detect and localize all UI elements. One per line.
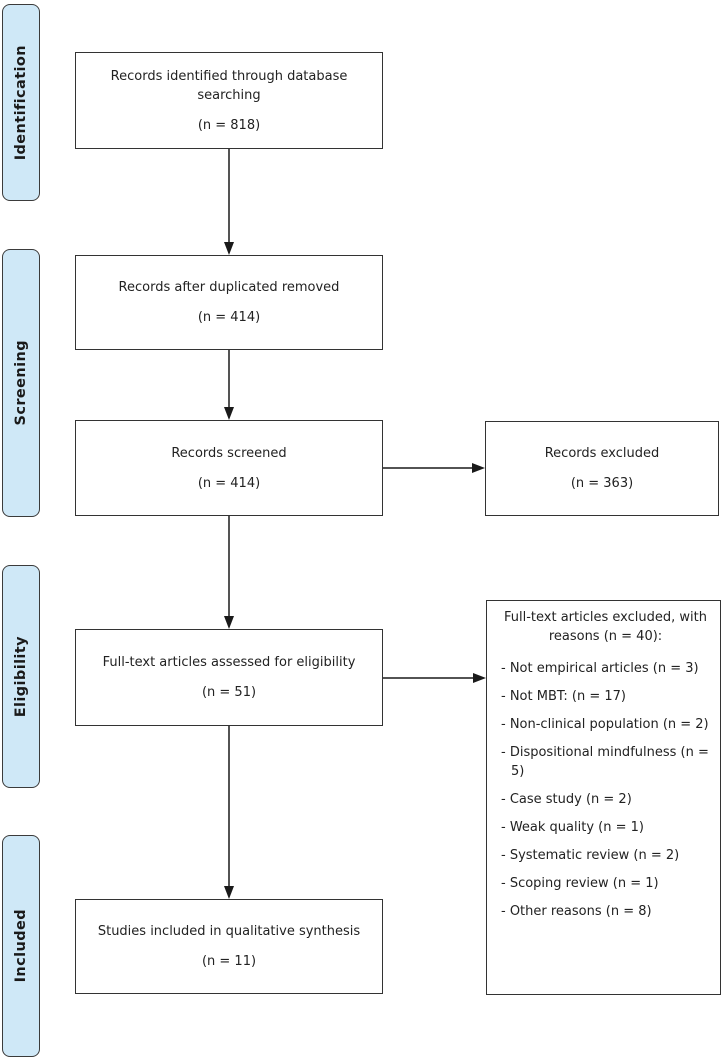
box-fulltext-excluded-reasons: Full-text articles excluded, with reason… [486, 600, 721, 995]
box-count: (n = 414) [197, 475, 261, 491]
arrow-fulltext-to-reasons [383, 673, 486, 683]
arrow-identified-to-deduplicated [224, 149, 234, 255]
exclusion-reason-item: - Not MBT: (n = 17) [501, 689, 626, 704]
arrow-fulltext-to-included [224, 726, 234, 899]
box-text: Full-text articles assessed for eligibil… [102, 655, 356, 670]
box-records-screened: Records screened (n = 414) [75, 420, 383, 516]
arrow-screened-to-excluded [383, 463, 485, 473]
box-text: Records screened [171, 445, 287, 461]
box-text: Records excluded [544, 446, 660, 461]
exclusion-reason-item: - Other reasons (n = 8) [501, 904, 652, 919]
exclusion-reason-item: - Case study (n = 2) [501, 792, 632, 807]
box-count: (n = 51) [201, 685, 257, 700]
exclusion-reasons-title: Full-text articles excluded, with reason… [504, 610, 707, 644]
box-text: Studies included in qualitative synthesi… [97, 924, 361, 939]
box-text: Records after duplicated removed [118, 280, 340, 295]
arrow-screened-to-fulltext [224, 516, 234, 629]
box-count: (n = 414) [197, 310, 261, 325]
box-count: (n = 11) [201, 954, 257, 969]
box-records-excluded: Records excluded (n = 363) [485, 421, 719, 516]
stage-label-screening: Screening [2, 249, 40, 517]
box-count: (n = 818) [197, 117, 261, 133]
exclusion-reason-item: - Non-clinical population (n = 2) [501, 717, 709, 732]
stage-label-text: Identification [13, 44, 29, 161]
box-records-after-duplicates-removed: Records after duplicated removed (n = 41… [75, 255, 383, 350]
stage-label-included: Included [2, 835, 40, 1057]
stage-label-text: Included [13, 909, 29, 983]
box-records-identified: Records identified through database sear… [75, 52, 383, 149]
arrow-deduplicated-to-screened [224, 350, 234, 420]
exclusion-reason-item: - Weak quality (n = 1) [501, 820, 644, 835]
box-studies-included: Studies included in qualitative synthesi… [75, 899, 383, 994]
box-count: (n = 363) [570, 476, 634, 491]
stage-label-eligibility: Eligibility [2, 565, 40, 788]
box-fulltext-assessed: Full-text articles assessed for eligibil… [75, 629, 383, 726]
exclusion-reason-item: - Not empirical articles (n = 3) [501, 661, 699, 676]
stage-label-text: Eligibility [13, 635, 29, 718]
exclusion-reason-item: - Scoping review (n = 1) [501, 876, 659, 891]
exclusion-reason-item: - Dispositional mindfulness (n = 5) [501, 745, 709, 779]
stage-label-text: Screening [13, 340, 29, 426]
box-text: Records identified through database sear… [110, 68, 348, 103]
stage-label-identification: Identification [2, 4, 40, 201]
exclusion-reason-item: - Systematic review (n = 2) [501, 848, 680, 863]
